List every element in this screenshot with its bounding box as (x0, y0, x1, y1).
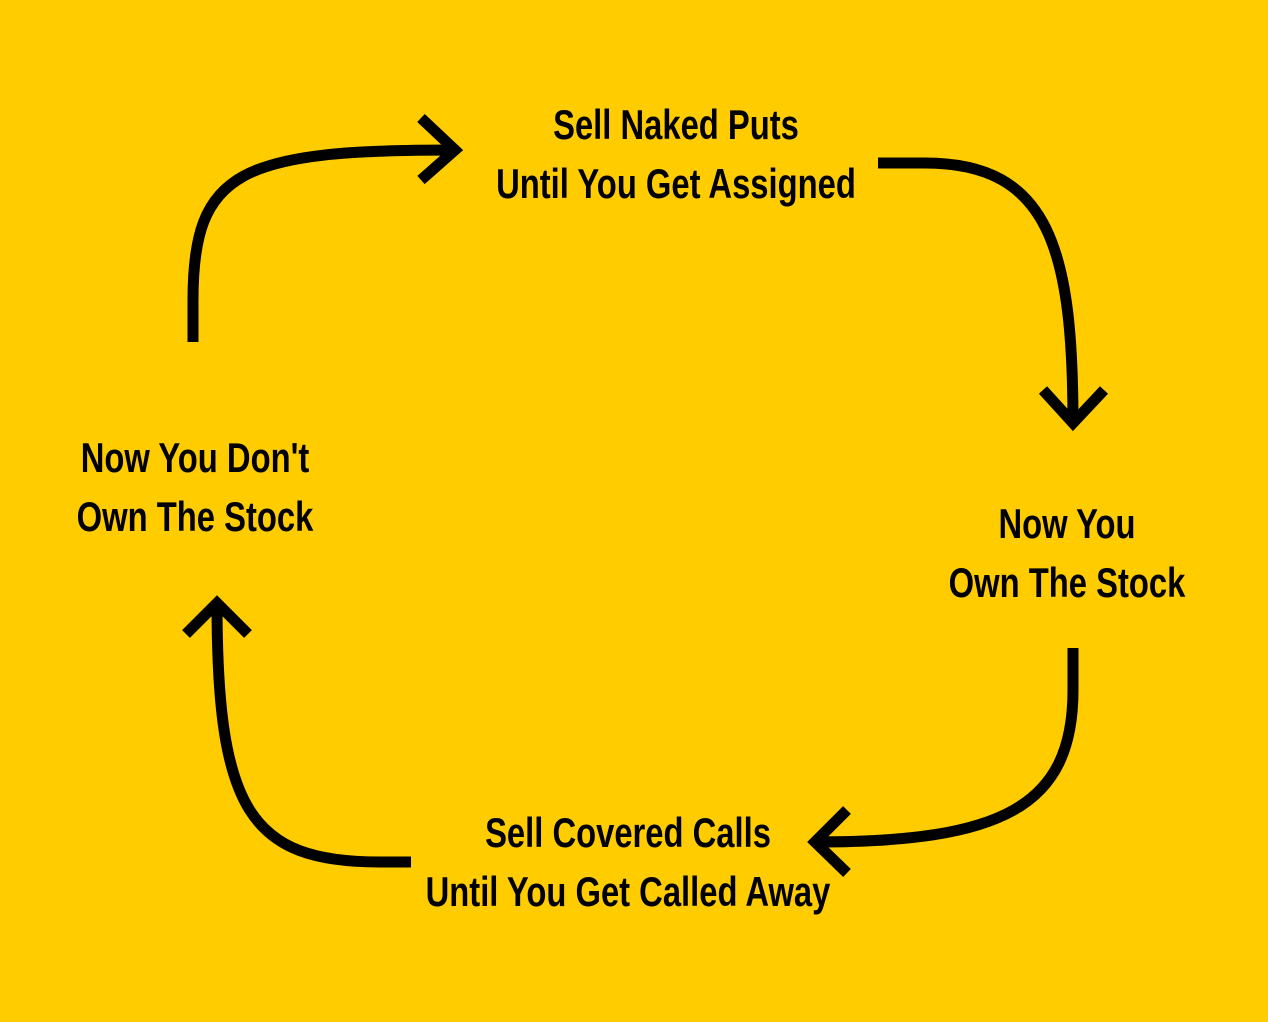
step-own-the-stock: Now You Own The Stock (911, 494, 1223, 612)
step-right-line1: Now You (998, 500, 1136, 547)
step-sell-covered-calls: Sell Covered Calls Until You Get Called … (394, 803, 862, 921)
step-bottom-line2: Until You Get Called Away (425, 868, 831, 915)
arrow-left-to-top (187, 113, 464, 342)
arrow-right-to-bottom (807, 648, 1079, 877)
arrow-top-to-right (878, 157, 1109, 432)
step-top-line1: Sell Naked Puts (553, 101, 799, 148)
step-sell-naked-puts: Sell Naked Puts Until You Get Assigned (442, 95, 910, 213)
arrow-bottom-to-left (182, 595, 411, 868)
step-dont-own-the-stock: Now You Don't Own The Stock (39, 428, 351, 546)
step-bottom-line1: Sell Covered Calls (485, 809, 771, 856)
step-left-line2: Own The Stock (76, 493, 314, 540)
step-right-line2: Own The Stock (948, 559, 1186, 606)
step-top-line2: Until You Get Assigned (496, 160, 856, 207)
step-left-line1: Now You Don't (80, 434, 310, 481)
